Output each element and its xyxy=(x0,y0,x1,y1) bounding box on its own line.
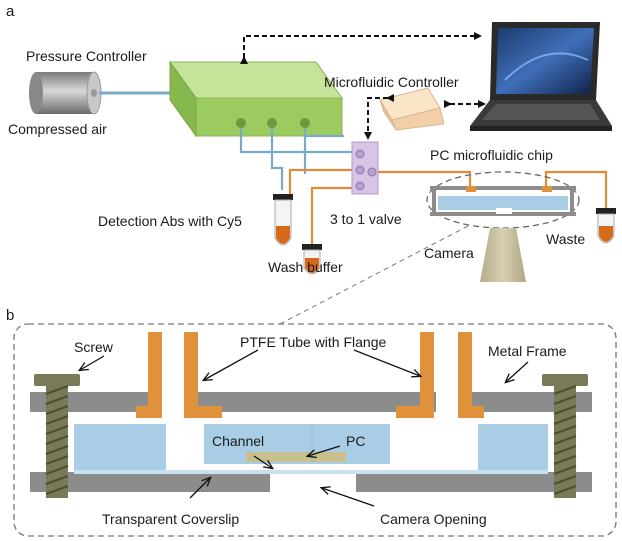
ptfe-tube-left-inner xyxy=(184,332,222,418)
label-wash-buffer: Wash buffer xyxy=(268,259,343,275)
panel-a-letter: a xyxy=(6,3,15,20)
top-metal-plate xyxy=(30,392,592,412)
microfluidic-controller-box xyxy=(379,87,445,131)
annotation-arrows xyxy=(80,349,529,507)
ptfe-tube-right xyxy=(458,332,484,418)
label-coverslip: Transparent Coverslip xyxy=(102,511,239,527)
label-pressure-controller: Pressure Controller xyxy=(26,48,147,64)
coverslip xyxy=(74,470,548,474)
compressed-air-cylinder-icon xyxy=(29,71,102,115)
zoom-line xyxy=(279,225,469,325)
screw-left xyxy=(34,374,80,498)
label-ptfe-tube: PTFE Tube with Flange xyxy=(240,334,387,350)
chip-blocks xyxy=(74,424,548,472)
wash-buffer-tube xyxy=(302,244,322,275)
ptfe-tube-left xyxy=(136,332,162,418)
label-valve: 3 to 1 valve xyxy=(330,211,402,227)
pc-layer xyxy=(246,452,346,462)
valve-control-link xyxy=(364,94,394,140)
waste-tube xyxy=(596,208,616,244)
label-camera-opening: Camera Opening xyxy=(380,511,487,527)
label-pc: PC xyxy=(346,433,365,449)
detection-abs-tube xyxy=(273,194,293,246)
laptop-icon xyxy=(470,22,612,131)
pressure-controller-box xyxy=(169,60,343,138)
pc-to-pressure-link xyxy=(240,32,482,64)
panel-b-letter: b xyxy=(6,307,14,324)
label-pc-chip: PC microfluidic chip xyxy=(430,147,553,163)
label-metal-frame: Metal Frame xyxy=(488,343,567,359)
pressure-tubing xyxy=(239,128,356,190)
valve-3-to-1 xyxy=(351,141,379,195)
pc-microfluidic-chip xyxy=(426,171,580,229)
label-detection-abs: Detection Abs with Cy5 xyxy=(98,213,242,229)
bottom-metal-plate xyxy=(30,472,592,492)
label-compressed-air: Compressed air xyxy=(8,121,107,137)
camera-icon xyxy=(480,228,526,282)
sample-tubing xyxy=(288,168,608,244)
label-screw: Screw xyxy=(74,339,114,355)
label-channel: Channel xyxy=(212,433,264,449)
ptfe-tube-right-inner xyxy=(396,332,434,418)
label-waste: Waste xyxy=(546,231,585,247)
screw-right xyxy=(542,374,588,498)
label-camera: Camera xyxy=(424,245,474,261)
label-microfluidic-controller: Microfluidic Controller xyxy=(324,74,459,90)
